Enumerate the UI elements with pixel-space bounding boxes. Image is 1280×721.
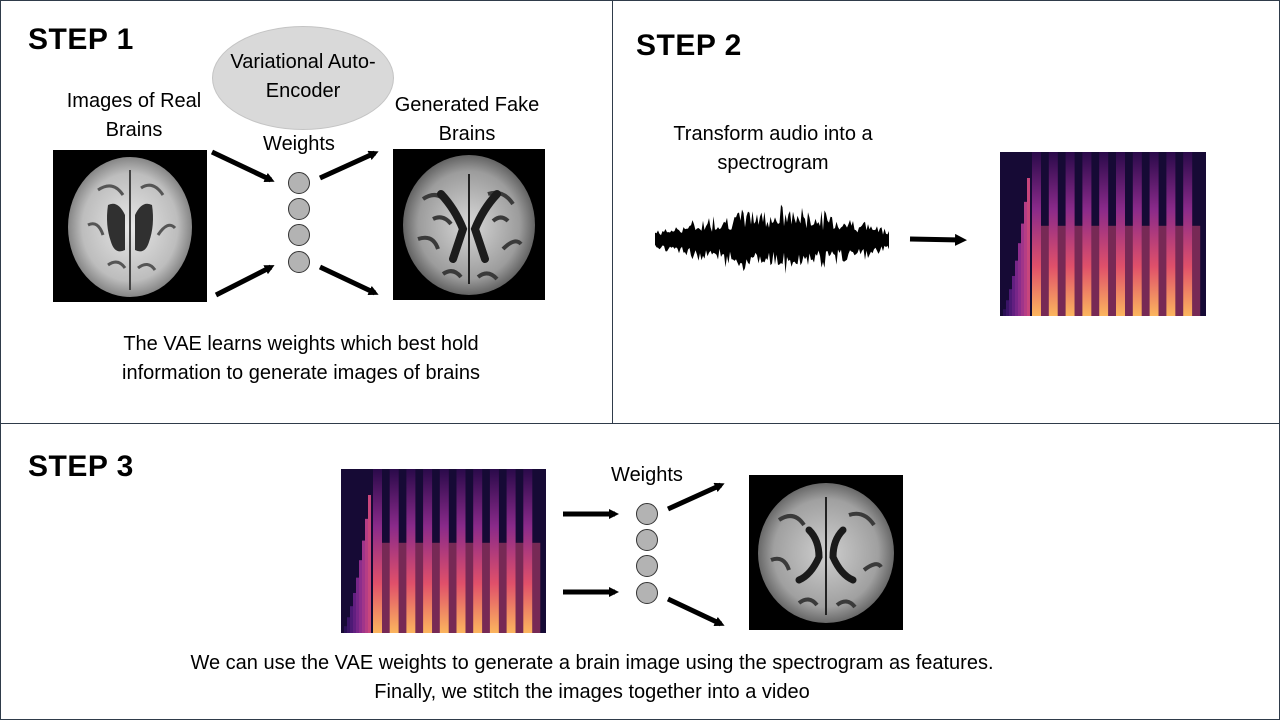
- arrow-in-top: [210, 149, 275, 183]
- step3-weights-label: Weights: [611, 464, 683, 486]
- arrow-out-top: [318, 150, 379, 181]
- step3-arrows: [563, 482, 725, 627]
- fake-brains-label: Generated Fake Brains: [394, 94, 540, 145]
- step3-spectrogram-image: [341, 469, 546, 633]
- step3-weight-node-3: [636, 555, 658, 577]
- step1-panel: STEP 1 Variational Auto-Encoder Images o…: [0, 0, 613, 424]
- step3-caption-line1: We can use the VAE weights to generate a…: [190, 652, 994, 674]
- fake-brain-image: [393, 149, 545, 300]
- real-brains-label: Images of Real Brains: [66, 90, 202, 141]
- spectrogram-image: [1000, 152, 1206, 316]
- step1-arrows: [210, 149, 379, 298]
- weight-node-3: [288, 224, 310, 246]
- step1-title: STEP 1: [28, 23, 134, 56]
- step3-arrow-out-bottom: [666, 596, 725, 627]
- arrow-in-bottom: [214, 264, 275, 298]
- arrow-out-bottom: [318, 264, 379, 296]
- step1-caption-line2: information to generate images of brains: [122, 362, 480, 384]
- step3-generated-brain-image: [749, 475, 903, 630]
- real-brain-image: [53, 150, 207, 302]
- step2-title: STEP 2: [636, 29, 742, 62]
- step3-brain-drawing: [758, 483, 894, 623]
- weights-label: Weights: [263, 133, 335, 155]
- step3-panel: STEP 3 Weights: [0, 423, 1280, 720]
- audio-waveform: [655, 204, 889, 274]
- step2-arrow: [909, 233, 967, 246]
- step2-label-line1: Transform audio into a: [673, 123, 873, 145]
- real-brain-drawing: [68, 157, 192, 297]
- fake-brain-drawing: [403, 155, 535, 295]
- weight-node-1: [288, 172, 310, 194]
- step3-arrow-out-top: [666, 482, 725, 512]
- step3-weight-node-2: [636, 529, 658, 551]
- vae-label: Variational Auto-Encoder: [230, 51, 376, 102]
- step2-label-line2: spectrogram: [717, 152, 829, 174]
- step3-caption-line2: Finally, we stitch the images together i…: [374, 681, 810, 703]
- step3-weight-node-4: [636, 582, 658, 604]
- weight-node-4: [288, 251, 310, 273]
- step3-weight-node-1: [636, 503, 658, 525]
- step1-caption-line1: The VAE learns weights which best hold: [123, 333, 479, 355]
- step2-panel: STEP 2 Transform audio into a spectrogra…: [612, 0, 1280, 424]
- step3-title: STEP 3: [28, 450, 134, 483]
- weight-node-2: [288, 198, 310, 220]
- vae-ellipse: Variational Auto-Encoder: [212, 26, 394, 130]
